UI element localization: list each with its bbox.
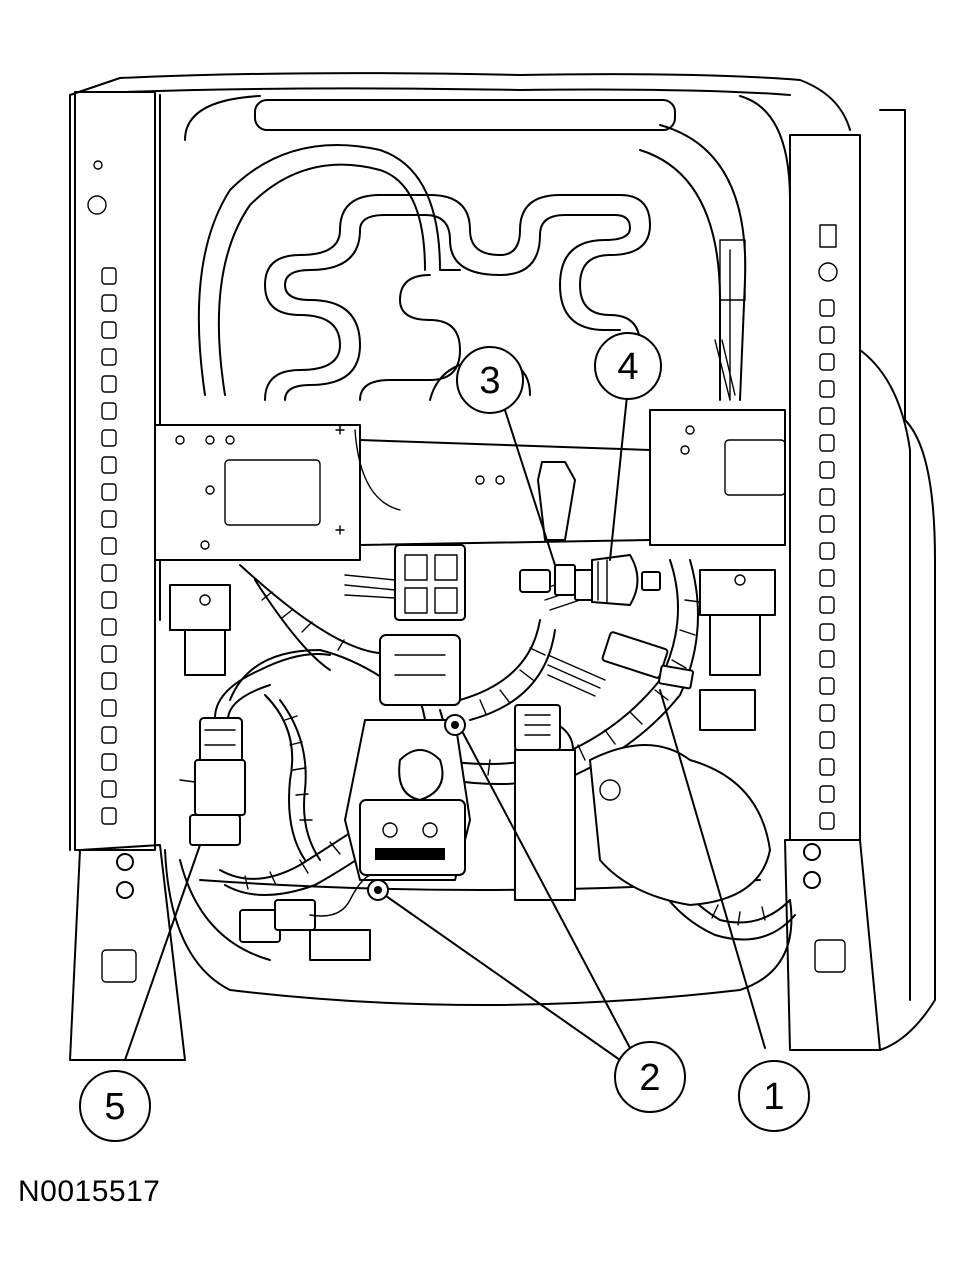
rail-slot (101, 591, 117, 609)
rail-slot (819, 434, 835, 452)
rail-slot (101, 564, 117, 582)
connector-5 (179, 653, 371, 961)
rail-slot (101, 321, 117, 339)
harness-corrugation (577, 744, 586, 761)
rail-slot (101, 402, 117, 420)
rail-slot (101, 537, 117, 555)
connector-3 (519, 461, 576, 596)
rail-slot (819, 380, 835, 398)
left-seat-rail (69, 91, 186, 1061)
harness-corrugation (299, 859, 309, 874)
rail-slot (819, 299, 835, 317)
callout-1-number: 1 (763, 1076, 784, 1118)
rail-slot (819, 515, 835, 533)
rail-slot (819, 650, 835, 668)
connector-4 (574, 554, 661, 606)
seat-spring (197, 124, 747, 401)
harness-corrugation (329, 841, 341, 855)
connector-1 (547, 631, 695, 697)
rail-slot (819, 704, 835, 722)
rail-slot (101, 618, 117, 636)
figure-id-label: N0015517 (18, 1175, 161, 1208)
rail-slot (101, 483, 117, 501)
callout-5: 5 (79, 1070, 151, 1142)
rail-slot (819, 677, 835, 695)
callout-5-number: 5 (104, 1086, 125, 1128)
rail-slot (101, 375, 117, 393)
rail-slot (101, 699, 117, 717)
harness-corrugation (261, 591, 273, 601)
harness-corrugation (301, 621, 313, 633)
rail-slot (101, 267, 117, 285)
rail-slot (819, 542, 835, 560)
callout-4: 4 (594, 332, 662, 400)
rail-slot (819, 785, 835, 803)
harness-corrugation (289, 741, 303, 746)
harness-corrugation (629, 711, 643, 725)
harness-corrugation (292, 767, 306, 771)
harness-corrugation (337, 639, 345, 651)
control-module (344, 714, 471, 901)
rail-slot (101, 726, 117, 744)
rail-slot (819, 353, 835, 371)
harness-corrugation (281, 609, 293, 619)
rail-slot (101, 807, 117, 825)
rail-slot (101, 294, 117, 312)
harness-corrugation (679, 629, 696, 636)
rail-slot (101, 645, 117, 663)
harness-corrugation (284, 715, 298, 721)
rail-slot (101, 510, 117, 528)
harness-corrugation (487, 759, 491, 776)
rail-slot (101, 348, 117, 366)
rail-slot (101, 753, 117, 771)
rail-slot (819, 569, 835, 587)
rail-slot (819, 326, 835, 344)
rail-slot (819, 812, 835, 830)
callout-3: 3 (456, 346, 524, 414)
harness-corrugation (684, 599, 701, 603)
rail-slot (819, 407, 835, 425)
rail-slot (101, 429, 117, 447)
mount-brackets (169, 239, 776, 731)
harness-corrugation (604, 729, 616, 745)
callout-2-number: 2 (639, 1057, 660, 1099)
seat-frame (69, 72, 936, 1051)
leader-lines (124, 395, 766, 1061)
cross-member (154, 409, 786, 561)
right-seat-rail (784, 134, 881, 1051)
harness-corrugation (269, 871, 277, 886)
harness-corrugation (499, 689, 511, 704)
callout-4-number: 4 (617, 346, 638, 388)
harness-corrugation (761, 906, 766, 921)
callout-1: 1 (738, 1060, 810, 1132)
rail-slot (819, 623, 835, 641)
rail-slot (819, 731, 835, 749)
rail-slot (101, 780, 117, 798)
harness-corrugation (671, 659, 687, 669)
seat-motor (514, 579, 771, 906)
rail-slot (819, 461, 835, 479)
rail-slot (819, 596, 835, 614)
central-connector (344, 544, 466, 706)
rail-slot (101, 456, 117, 474)
harness-corrugation (479, 699, 487, 715)
callout-3-number: 3 (479, 360, 500, 402)
harness-corrugation (529, 647, 546, 656)
harness-corrugation (295, 793, 309, 796)
rail-slot (101, 672, 117, 690)
rail-slot (819, 758, 835, 776)
harness-corrugation (519, 669, 534, 681)
callout-2: 2 (614, 1041, 686, 1113)
harness-corrugation (737, 911, 741, 926)
rail-slot (819, 488, 835, 506)
harness-corrugation (711, 904, 719, 919)
harness-corrugation (244, 875, 249, 890)
